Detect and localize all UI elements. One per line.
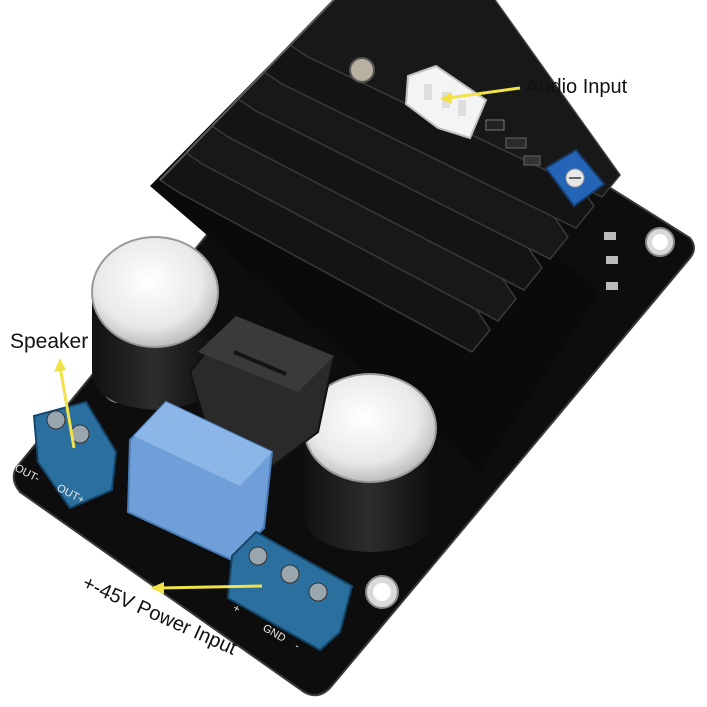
silk-plus: + [231,602,243,616]
speaker-terminal-block [32,400,118,510]
terminal-screw [308,582,328,602]
terminal-screw [46,410,66,430]
audio-input-label: Audio Input [526,76,628,98]
silk-minus: - [293,640,302,652]
power-input-arrow [150,582,263,594]
speaker-label: Speaker [10,330,89,353]
small-components [349,57,618,290]
trimmer-potentiometer [544,148,606,208]
electrolytic-capacitor [91,236,219,410]
audio-input-arrow [440,86,521,104]
speaker-arrow [54,358,76,449]
heatsink-fin-edge [289,0,336,46]
power-terminal-block [226,530,354,652]
terminal-screw [248,546,268,566]
terminal-screw [280,564,300,584]
film-capacitor [126,400,274,562]
